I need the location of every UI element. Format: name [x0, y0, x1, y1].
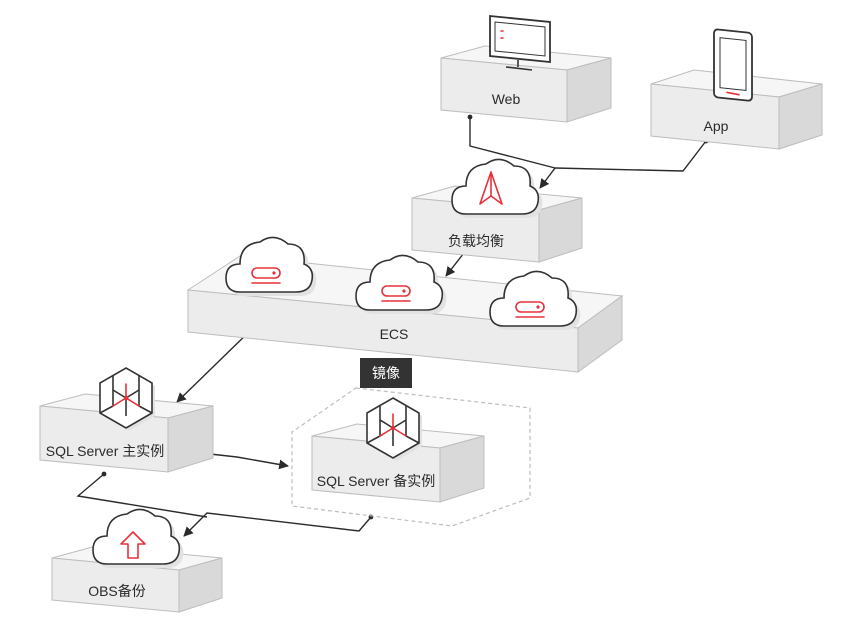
mirror-zone: [291, 387, 531, 527]
cloud-server-icon-3: [489, 270, 581, 330]
cloud-icon: [451, 158, 543, 218]
cloud-upload-icon: [92, 508, 184, 568]
edge-ecs-to-sql-primary: [176, 326, 255, 403]
sql-primary-node: SQL Server 主实例: [39, 367, 214, 473]
app-node: App: [650, 28, 823, 150]
sql-primary-label: SQL Server 主实例: [46, 443, 165, 459]
web-node: Web: [440, 15, 612, 123]
mirror-tag: 镜像: [360, 358, 412, 388]
database-cluster-icon: [366, 397, 422, 461]
database-cluster-icon: [99, 367, 155, 431]
edge-primary-to-standby: [200, 452, 289, 470]
monitor-icon: [489, 15, 551, 71]
mirror-tag-label: 镜像: [372, 365, 400, 381]
obs-backup-label: OBS备份: [88, 583, 146, 599]
edge-standby-to-obs: [183, 512, 372, 537]
tablet-icon: [713, 28, 753, 102]
load-balancer-icon: [479, 171, 503, 205]
sql-standby-node: SQL Server 备实例: [311, 397, 485, 503]
cloud-server-icon-1: [225, 236, 317, 296]
ecs-label: ECS: [380, 326, 409, 342]
obs-backup-node: OBS备份: [51, 508, 223, 613]
app-label: App: [704, 118, 729, 134]
cloud-server-icon-2: [355, 254, 447, 314]
edge-web-to-lb: [469, 117, 557, 189]
web-label: Web: [492, 91, 521, 107]
edge-primary-to-obs: [76, 473, 208, 518]
load-balancer-label: 负载均衡: [448, 233, 504, 249]
edge-app-to-lb: [554, 140, 707, 172]
load-balancer-node: 负载均衡: [411, 158, 583, 263]
ecs-node: ECS: [186, 236, 624, 373]
sql-standby-label: SQL Server 备实例: [317, 473, 436, 489]
